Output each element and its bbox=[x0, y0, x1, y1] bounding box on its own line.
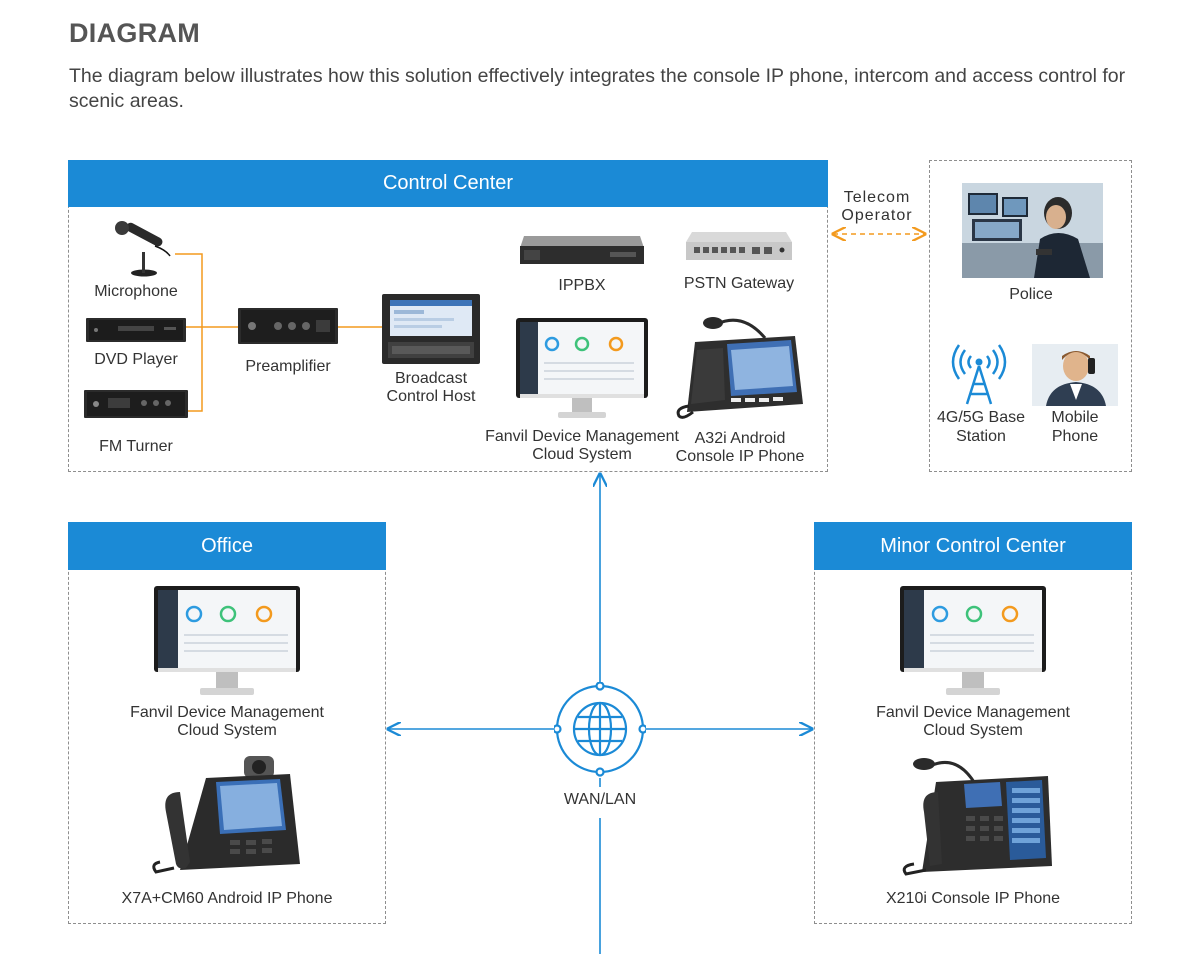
telecom-operator-label-line1: Telecom bbox=[843, 189, 911, 206]
office-header: Office bbox=[68, 522, 386, 570]
office-fdms-label-line2: Cloud System bbox=[177, 722, 277, 739]
mobile-phone-label-line1: Mobile bbox=[1051, 409, 1099, 426]
mobile-phone-user-image bbox=[1032, 344, 1118, 406]
globe-network-icon bbox=[554, 682, 646, 777]
external-box bbox=[929, 160, 1132, 472]
preamplifier-icon bbox=[238, 308, 338, 344]
fdms-monitor-icon bbox=[516, 318, 648, 418]
pstn-gateway-label: PSTN Gateway bbox=[683, 275, 795, 292]
police-image bbox=[962, 183, 1103, 278]
x7a-phone-icon bbox=[152, 756, 300, 874]
police-label: Police bbox=[1009, 286, 1053, 303]
a32i-label-line1: A32i Android bbox=[694, 430, 786, 447]
pstn-gateway-icon bbox=[686, 232, 792, 260]
fdms-label-line1: Fanvil Device Management bbox=[485, 428, 679, 445]
office-fdms-label-line1: Fanvil Device Management bbox=[130, 704, 324, 721]
fm-turner-icon bbox=[84, 390, 188, 418]
minor-fdms-monitor-icon bbox=[900, 586, 1046, 695]
base-station-label-line2: Station bbox=[956, 428, 1006, 445]
minor-center-header: Minor Control Center bbox=[814, 522, 1132, 570]
minor-fdms-label-line2: Cloud System bbox=[923, 722, 1023, 739]
broadcast-host-icon bbox=[382, 294, 480, 364]
base-station-icon bbox=[951, 344, 1007, 405]
preamplifier-label: Preamplifier bbox=[245, 358, 331, 375]
telecom-operator-label-line2: Operator bbox=[841, 207, 913, 224]
x210i-phone-label: X210i Console IP Phone bbox=[885, 890, 1061, 907]
broadcast-host-label-line1: Broadcast bbox=[394, 370, 468, 387]
network-links bbox=[388, 474, 812, 954]
ippbx-label: IPPBX bbox=[558, 277, 606, 294]
a32i-label-line2: Console IP Phone bbox=[675, 448, 805, 465]
x7a-phone-label: X7A+CM60 Android IP Phone bbox=[121, 890, 333, 907]
ippbx-icon bbox=[520, 236, 644, 264]
base-station-label-line1: 4G/5G Base bbox=[936, 409, 1026, 426]
office-fdms-monitor-icon bbox=[154, 586, 300, 695]
page-subtitle: The diagram below illustrates how this s… bbox=[69, 65, 1126, 112]
broadcast-host-label-line2: Control Host bbox=[386, 388, 476, 405]
microphone-label: Microphone bbox=[94, 283, 178, 300]
x210i-phone-icon bbox=[902, 758, 1052, 876]
audio-links bbox=[175, 253, 383, 412]
page-title: DIAGRAM bbox=[69, 18, 201, 48]
dvd-player-icon bbox=[86, 318, 186, 342]
control-center-header: Control Center bbox=[68, 160, 828, 207]
minor-fdms-label-line1: Fanvil Device Management bbox=[876, 704, 1070, 721]
mobile-phone-label-line2: Phone bbox=[1051, 428, 1099, 445]
fm-turner-label: FM Turner bbox=[99, 438, 173, 455]
wan-lan-label: WAN/LAN bbox=[563, 791, 637, 808]
dvd-player-label: DVD Player bbox=[94, 351, 178, 368]
a32i-phone-icon bbox=[676, 317, 803, 419]
fdms-label-line2: Cloud System bbox=[532, 446, 632, 463]
microphone-icon bbox=[115, 221, 171, 277]
